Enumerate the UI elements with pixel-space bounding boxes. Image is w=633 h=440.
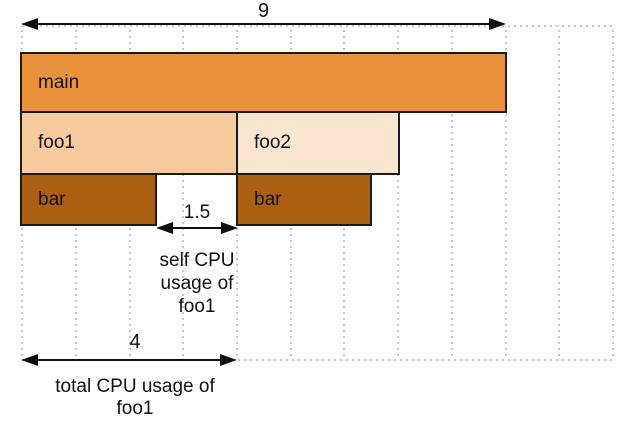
frame-foo2-label: foo2 (254, 132, 291, 153)
arrow-shaft (25, 23, 502, 25)
caption-line: foo1 (178, 296, 216, 317)
caption-line: total CPU usage of (55, 376, 215, 397)
arrow-head-left-icon (21, 18, 38, 30)
frame-bar-left-label: bar (38, 188, 66, 210)
frame-foo2: foo2 (236, 111, 400, 175)
self-cpu-arrow (156, 221, 238, 235)
arrow-shaft (160, 227, 234, 229)
self-cpu-caption: self CPU usage of foo1 (136, 249, 258, 318)
total-cpu-arrow (21, 353, 237, 367)
frame-bar-right-label: bar (254, 188, 282, 210)
arrow-head-left-icon (156, 222, 173, 234)
caption-line: foo1 (116, 398, 154, 419)
gridline (451, 30, 453, 360)
gridline (558, 30, 560, 360)
arrow-head-left-icon (21, 354, 38, 366)
total-width-value: 9 (257, 0, 270, 22)
frame-bar-right: bar (236, 173, 372, 226)
gridline (612, 30, 614, 360)
arrow-head-right-icon (221, 222, 238, 234)
frame-main: main (20, 52, 507, 113)
gridline (397, 30, 399, 360)
caption-line: self CPU (159, 250, 235, 271)
frame-bar-left: bar (20, 173, 157, 226)
frame-foo1: foo1 (20, 111, 238, 175)
total-width-arrow (21, 17, 506, 31)
caption-line: usage of (160, 273, 234, 294)
bottom-guide-dotted-line (22, 359, 613, 361)
total-cpu-caption: total CPU usage of foo1 (35, 376, 235, 420)
arrow-shaft (25, 359, 233, 361)
frame-main-label: main (38, 71, 80, 93)
gridline (182, 30, 184, 360)
top-guide-dotted-line (22, 25, 613, 27)
gridline (505, 30, 507, 360)
frame-foo1-label: foo1 (38, 132, 75, 153)
self-cpu-value: 1.5 (183, 202, 211, 223)
arrow-head-right-icon (220, 354, 237, 366)
arrow-head-right-icon (489, 18, 506, 30)
total-cpu-value: 4 (129, 331, 141, 353)
